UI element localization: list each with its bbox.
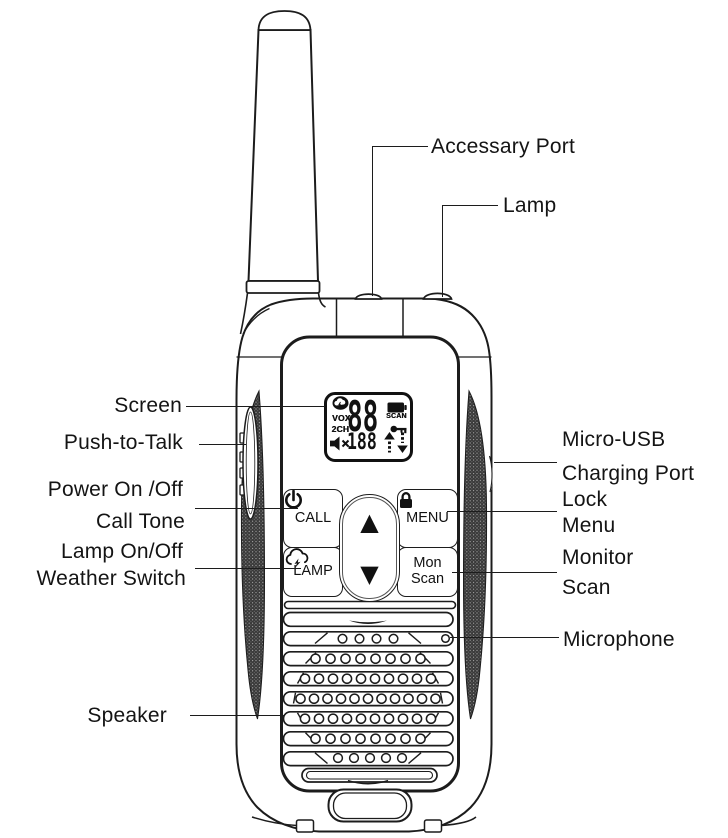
menu-button-label: MENU bbox=[406, 509, 449, 526]
leader-speaker bbox=[190, 714, 285, 717]
scan-label: Scan bbox=[410, 570, 445, 587]
lamp-button[interactable]: LAMP bbox=[283, 546, 343, 597]
leader-push-to-talk bbox=[199, 443, 246, 446]
lcd-scan-indicator: SCAN bbox=[386, 413, 407, 420]
antenna bbox=[239, 10, 326, 335]
label-speaker: Speaker bbox=[87, 704, 167, 727]
lcd-frequency-digits: 188 bbox=[347, 429, 377, 455]
leader-micro-usb bbox=[494, 461, 557, 464]
label-lamp: Lamp bbox=[503, 194, 557, 217]
menu-button[interactable]: MENU bbox=[397, 489, 458, 548]
push-to-talk-button-art bbox=[239, 406, 259, 520]
label-lamp-on-off: Lamp On/Off bbox=[60, 540, 183, 563]
label-call-tone: Call Tone bbox=[96, 510, 185, 533]
label-monitor: Monitor bbox=[562, 546, 634, 569]
label-scan: Scan bbox=[562, 576, 611, 599]
label-micro-usb: Micro-USB bbox=[562, 428, 666, 451]
leader-lamp-weather bbox=[195, 567, 301, 570]
channel-rocker-ring: ▲ ▼ bbox=[342, 497, 397, 599]
weather-alert-icon bbox=[332, 396, 349, 410]
lock-icon bbox=[400, 492, 412, 508]
leader-power-call bbox=[195, 507, 298, 510]
dotted-up-arrow-icon bbox=[384, 432, 395, 453]
leader-accessory-port-v bbox=[372, 145, 374, 296]
leader-accessory-port bbox=[372, 145, 428, 148]
push-to-talk-button[interactable] bbox=[236, 405, 262, 523]
mute-icon bbox=[330, 436, 350, 451]
label-charging-port: Charging Port bbox=[562, 462, 695, 485]
label-push-to-talk: Push-to-Talk bbox=[63, 431, 183, 454]
accessory-port-cover bbox=[354, 293, 383, 300]
battery-icon bbox=[387, 402, 407, 412]
lcd-vox-indicator: VOX bbox=[332, 412, 351, 423]
micro-usb-port bbox=[486, 453, 493, 495]
label-menu: Menu bbox=[562, 514, 616, 537]
label-power-on-off: Power On /Off bbox=[47, 478, 183, 501]
channel-down-button[interactable]: ▼ bbox=[360, 560, 379, 588]
lcd-screen: VOX 2CH 88 188 SCAN bbox=[324, 392, 413, 462]
channel-up-button[interactable]: ▲ bbox=[360, 508, 379, 536]
call-button[interactable]: CALL bbox=[283, 489, 343, 548]
mon-scan-button[interactable]: Mon Scan bbox=[397, 546, 458, 597]
leader-lock-menu bbox=[447, 510, 557, 513]
leader-lamp-v bbox=[442, 204, 444, 297]
leader-lamp bbox=[442, 204, 498, 207]
leader-screen bbox=[186, 405, 325, 408]
label-lock: Lock bbox=[562, 488, 608, 511]
microphone-hole bbox=[440, 633, 451, 644]
speaker-grille bbox=[282, 611, 454, 785]
bottom-feet bbox=[251, 816, 477, 833]
label-accessory-port: Accessary Port bbox=[431, 135, 576, 158]
lamp-button-label: LAMP bbox=[293, 563, 333, 579]
call-button-label: CALL bbox=[294, 509, 332, 526]
mon-label: Mon bbox=[413, 555, 442, 572]
cloud-lightning-icon bbox=[285, 547, 309, 568]
leader-monitor-scan bbox=[452, 571, 557, 574]
lcd-channel-digits: 88 bbox=[347, 392, 379, 441]
label-screen: Screen bbox=[114, 394, 182, 417]
leader-microphone bbox=[450, 636, 559, 639]
lcd-channel-mode-indicator: 2CH bbox=[331, 423, 350, 434]
power-icon bbox=[285, 490, 302, 509]
dotted-down-arrow-icon bbox=[397, 432, 408, 453]
key-lock-icon bbox=[390, 425, 406, 433]
lamp-lens bbox=[422, 292, 453, 300]
channel-rocker: ▲ ▼ bbox=[339, 494, 400, 602]
belt-clip-mount bbox=[327, 788, 413, 823]
label-microphone: Microphone bbox=[563, 628, 675, 651]
label-weather-switch: Weather Switch bbox=[36, 567, 186, 590]
